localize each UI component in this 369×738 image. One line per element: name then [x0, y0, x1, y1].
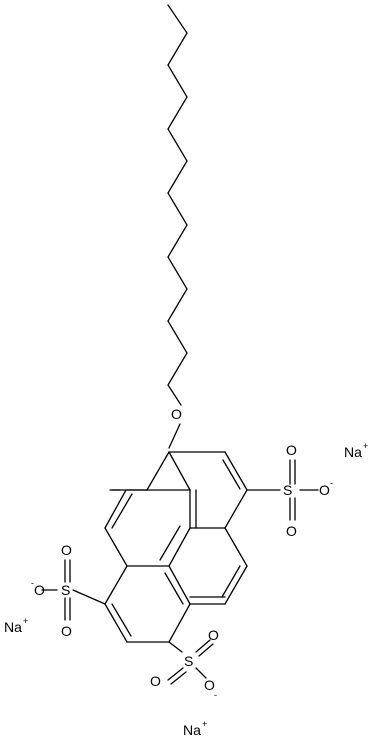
- oxygen-right-top-label: O: [286, 442, 297, 458]
- oxygen-right-anion-label: O: [319, 482, 330, 498]
- sulfonate-left: [41, 559, 106, 621]
- oxygen-right-bottom-label: O: [286, 523, 297, 539]
- sulfur-bottom-label: S: [184, 653, 193, 669]
- sodium-ion-bottom: Na: [183, 722, 201, 738]
- ether-oxygen-label: O: [171, 406, 182, 422]
- charge-minus-left: -: [31, 578, 34, 588]
- sodium-ion-right: Na: [344, 444, 362, 460]
- charge-plus-left: +: [23, 616, 28, 626]
- sulfur-left-label: S: [61, 582, 70, 598]
- oxygen-bottom-right-label: O: [208, 627, 219, 643]
- oxygen-left-anion-label: O: [34, 582, 45, 598]
- oxygen-left-bottom-label: O: [61, 623, 72, 639]
- oxygen-bottom-anion-label: O: [204, 677, 215, 693]
- sodium-ion-left: Na: [4, 619, 22, 635]
- oxygen-left-top-label: O: [61, 542, 72, 558]
- pyrene-core: [104, 451, 248, 643]
- charge-minus-right: -: [330, 478, 333, 488]
- sulfonate-right: [246, 459, 319, 521]
- dodecyl-chain: [167, 4, 188, 406]
- oxygen-bottom-left-label: O: [150, 673, 161, 689]
- charge-plus-right: +: [363, 441, 368, 451]
- charge-minus-bottom: -: [214, 690, 217, 700]
- charge-plus-bottom: +: [202, 719, 207, 729]
- sulfonate-bottom: [167, 639, 214, 685]
- sulfur-right-label: S: [283, 482, 292, 498]
- ether-bond: [168, 423, 181, 449]
